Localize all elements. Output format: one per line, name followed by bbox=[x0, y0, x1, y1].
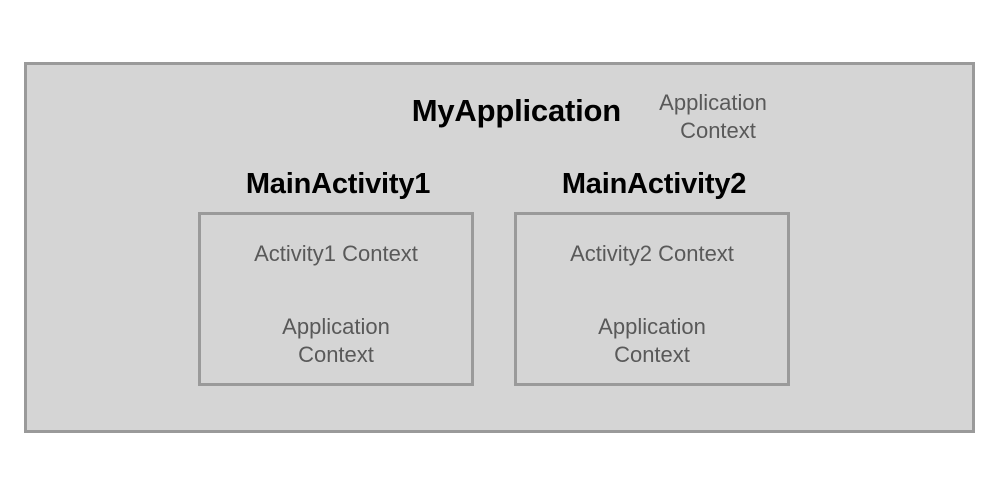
activity-application-context-1-line-1: Application bbox=[282, 314, 390, 339]
activity-context-2: Activity2 Context bbox=[570, 241, 734, 266]
application-context-label: Application Context bbox=[633, 89, 793, 145]
activity-box-1: Activity1 Context Application Context bbox=[198, 212, 474, 386]
activity-application-context-1: Application Context bbox=[201, 313, 471, 369]
application-context-label-line-2: Context bbox=[680, 118, 756, 143]
activity-title-1: MainActivity1 bbox=[245, 168, 431, 200]
activity-title-2: MainActivity2 bbox=[561, 168, 747, 200]
activity-application-context-2: Application Context bbox=[517, 313, 787, 369]
activity-application-context-2-line-2: Context bbox=[614, 342, 690, 367]
activity-application-context-2-line-1: Application bbox=[598, 314, 706, 339]
application-header: MyApplication Application Context bbox=[27, 81, 972, 143]
application-container: MyApplication Application Context MainAc… bbox=[24, 62, 975, 433]
activity-box-2: Activity2 Context Application Context bbox=[514, 212, 790, 386]
application-title: MyApplication bbox=[411, 93, 621, 128]
activity-application-context-1-line-2: Context bbox=[298, 342, 374, 367]
application-context-label-line-1: Application bbox=[659, 90, 767, 115]
activity-context-1: Activity1 Context bbox=[254, 241, 418, 266]
